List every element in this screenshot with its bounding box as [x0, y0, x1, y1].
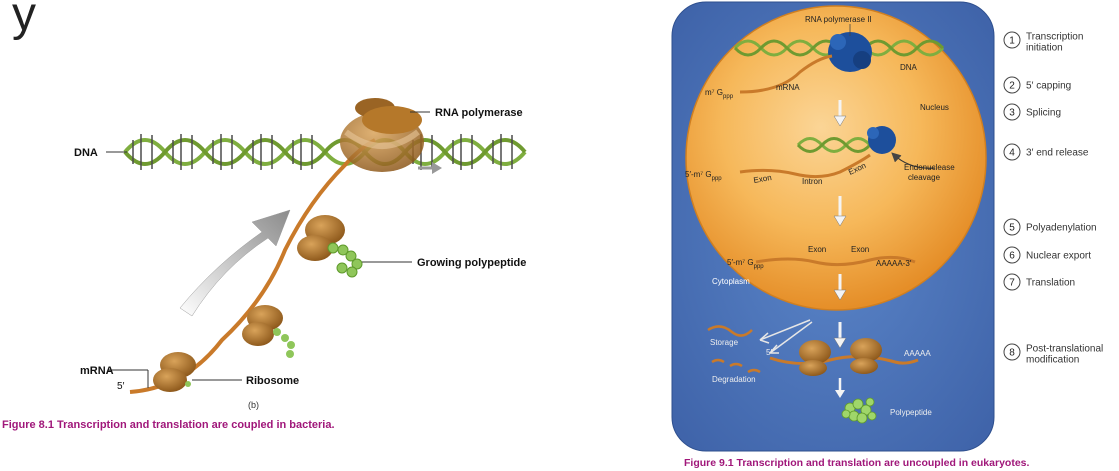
label-endonuclease: Endonuclease — [904, 163, 955, 172]
label-rna-polymerase: RNA polymerase — [435, 107, 523, 119]
step-label: Polyadenylation — [1026, 223, 1097, 234]
step-number-circle — [1003, 76, 1021, 94]
bacteria-panel: DNA RNA polymerase Growing polypeptide m… — [2, 98, 527, 431]
label-dna: DNA — [74, 147, 98, 159]
label-cap-5prime-mature: 5′-m⁷ Gppp — [727, 258, 764, 270]
step-label: Splicing — [1026, 108, 1061, 119]
step-number: 5 — [1009, 223, 1015, 234]
step-number-circle — [1003, 31, 1021, 49]
rna-polymerase-ii-shape — [828, 32, 872, 72]
figure-9-1-caption: Figure 9.1 Transcription and translation… — [684, 457, 1029, 469]
label-exon-mature-1: Exon — [808, 245, 826, 254]
pre-mrna — [739, 153, 871, 179]
step-label: Transcription — [1026, 32, 1083, 43]
label-five-prime-cyto: 5′ — [766, 348, 772, 357]
flow-arrow-5 — [835, 378, 845, 398]
polypeptide-chain — [327, 242, 363, 278]
label-mrna: mRNA — [80, 365, 114, 377]
step-label: Nuclear export — [1026, 251, 1091, 262]
cyto-ribosome-2 — [850, 338, 882, 374]
eukaryote-panel: RNA polymerase II DNA m⁷ Gppp mRNA Nucle… — [671, 1, 1103, 469]
mrna-nascent — [739, 54, 833, 94]
degradation-mrna-fragments — [711, 358, 761, 374]
endonuclease-arrow — [891, 152, 936, 169]
step-4: 4 3′ end release — [1003, 143, 1089, 161]
ribosome-middle — [242, 305, 295, 358]
step-number: 6 — [1009, 251, 1015, 262]
nucleus — [685, 5, 987, 311]
flow-arrow-1 — [833, 100, 847, 127]
step-number-circle — [1003, 218, 1021, 236]
step-number: 1 — [1009, 36, 1015, 47]
step-number-circle — [1003, 246, 1021, 264]
label-intron: Intron — [802, 177, 822, 186]
step-number-circle — [1003, 143, 1021, 161]
step-label: 5′ capping — [1026, 81, 1071, 92]
storage-degradation-arrows — [759, 319, 813, 354]
transcription-direction-arrow — [418, 162, 442, 174]
direction-arrow — [179, 209, 291, 317]
label-five-prime: 5′ — [117, 381, 125, 392]
label-panel-b: (b) — [248, 400, 259, 410]
step-number-circle — [1003, 343, 1021, 361]
label-polya-tail: AAAAA-3′ — [876, 259, 912, 268]
bacterial-dna-helix — [123, 134, 527, 170]
flow-arrow-3 — [833, 274, 847, 301]
flow-arrow-4 — [833, 322, 847, 349]
euk-dna-middle — [796, 126, 896, 154]
corner-text-fragment: y — [12, 0, 36, 41]
flow-arrow-2 — [833, 196, 847, 227]
step-label: initiation — [1026, 43, 1063, 54]
ribosome-bottom — [153, 352, 196, 392]
label-exon-left: Exon — [753, 173, 773, 185]
label-degradation: Degradation — [712, 375, 756, 384]
step-2: 2 5′ capping — [1003, 76, 1071, 94]
step-3: 3 Splicing — [1003, 103, 1061, 121]
step-number: 3 — [1009, 108, 1015, 119]
label-rna-pol-ii: RNA polymerase II — [805, 15, 872, 24]
label-cytoplasm: Cytoplasm — [712, 277, 750, 286]
label-cleavage: cleavage — [908, 173, 941, 182]
step-number-circle — [1003, 273, 1021, 291]
step-label: Post-translational — [1026, 344, 1103, 355]
rna-polymerase-shape — [340, 98, 424, 172]
step-7: 7 Translation — [1003, 273, 1075, 291]
figure-8-1-caption: Figure 8.1 Transcription and translation… — [2, 419, 335, 431]
storage-mrna-fragment — [707, 325, 753, 337]
step-label: 3′ end release — [1026, 148, 1089, 159]
label-polya-cyto: AAAAA — [904, 349, 931, 358]
label-euk-dna: DNA — [900, 63, 918, 72]
label-growing-polypeptide: Growing polypeptide — [417, 257, 526, 269]
label-exon-mature-2: Exon — [851, 245, 869, 254]
label-nucleus: Nucleus — [920, 103, 949, 112]
step-number-circle — [1003, 103, 1021, 121]
step-number: 2 — [1009, 81, 1015, 92]
label-ribosome: Ribosome — [246, 375, 299, 387]
label-euk-mrna: mRNA — [776, 83, 800, 92]
label-storage: Storage — [710, 338, 739, 347]
step-label: Translation — [1026, 278, 1075, 289]
step-number: 7 — [1009, 278, 1015, 289]
label-cap-m7: m⁷ Gppp — [705, 88, 734, 100]
folded-polypeptide — [841, 397, 877, 424]
ribosome-top — [297, 215, 345, 261]
step-5: 5 Polyadenylation — [1003, 218, 1097, 236]
step-number: 4 — [1009, 148, 1015, 159]
cyto-ribosome-1 — [799, 340, 831, 376]
label-cap-5prime: 5′-m⁷ Gppp — [685, 170, 722, 182]
mature-mrna — [755, 255, 916, 267]
step-label: modification — [1026, 355, 1079, 366]
step-6: 6 Nuclear export — [1003, 246, 1091, 264]
label-polypeptide: Polypeptide — [890, 408, 932, 417]
step-number: 8 — [1009, 348, 1015, 359]
